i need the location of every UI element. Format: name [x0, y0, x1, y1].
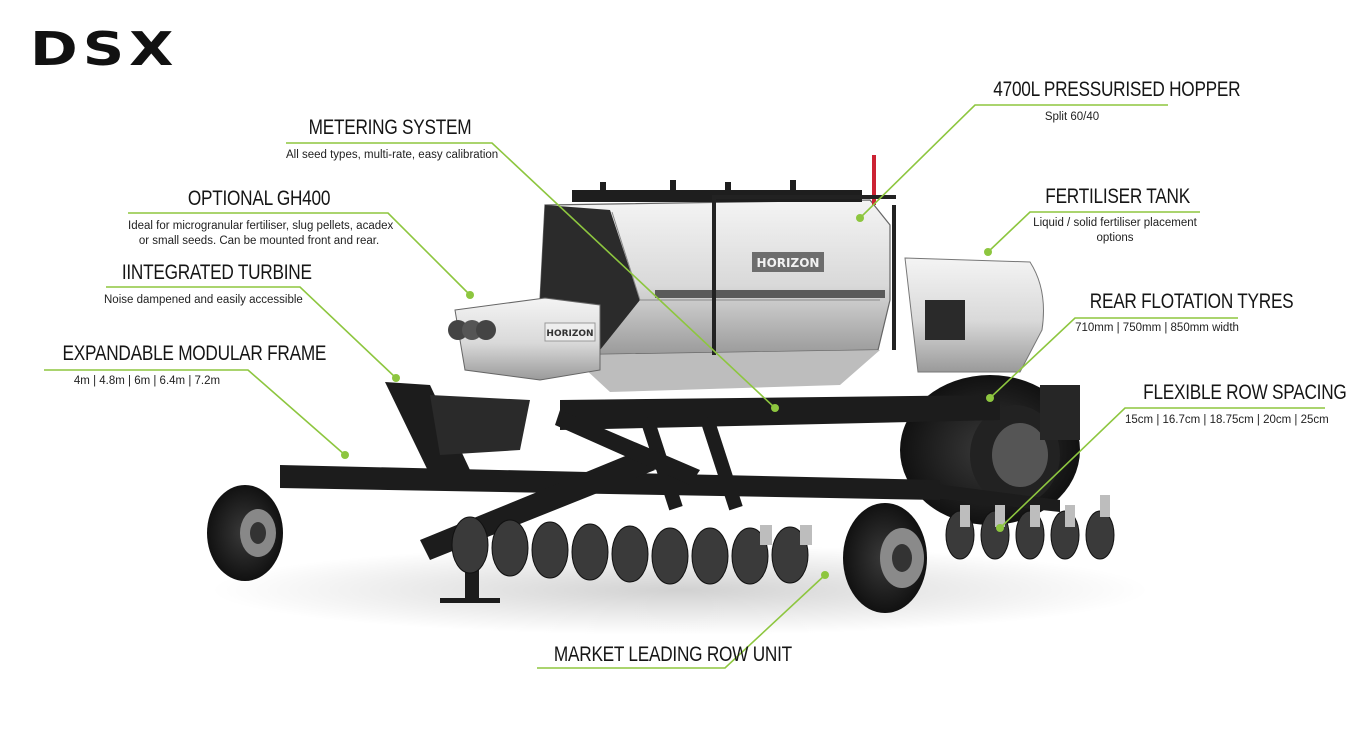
hopper-desc: Split 60/40 [1044, 111, 1100, 123]
leader-turbine [106, 286, 397, 379]
front-left-tyre [207, 485, 283, 581]
hopper-badge: HORIZON [757, 256, 820, 270]
tyres-desc: 710mm | 750mm | 850mm width [1075, 322, 1239, 334]
gh400-title: OPTIONAL GH400 [187, 187, 331, 210]
frame-title: EXPANDABLE MODULAR FRAME [62, 342, 327, 365]
turbine-title: IINTEGRATED TURBINE [121, 261, 312, 284]
dsx-logo: DSX [30, 22, 179, 76]
callout-turbine: IINTEGRATED TURBINE Noise dampened and e… [104, 261, 312, 308]
hopper-title: 4700L PRESSURISED HOPPER [993, 78, 1241, 101]
callout-spacing: FLEXIBLE ROW SPACING 15cm | 16.7cm | 18.… [1125, 381, 1347, 428]
metering-title: METERING SYSTEM [308, 116, 472, 139]
callout-frame: EXPANDABLE MODULAR FRAME 4m | 4.8m | 6m … [44, 342, 327, 389]
main-hopper: HORIZON [539, 155, 896, 392]
front-right-tyre [843, 503, 927, 613]
leader-spacing [999, 407, 1325, 529]
leader-tyres [989, 317, 1238, 399]
turbine-desc: Noise dampened and easily accessible [104, 294, 303, 306]
metering-desc: All seed types, multi-rate, easy calibra… [286, 149, 499, 161]
fertiliser-desc-2: options [1096, 232, 1134, 244]
turbine-badge: HORIZON [546, 329, 593, 339]
spacing-title: FLEXIBLE ROW SPACING [1143, 381, 1347, 404]
leader-dots [341, 214, 1004, 579]
fertiliser-desc-1: Liquid / solid fertiliser placement [1033, 217, 1197, 229]
leader-frame [44, 369, 346, 456]
frame-desc: 4m | 4.8m | 6m | 6.4m | 7.2m [73, 375, 221, 387]
turbine: HORIZON [448, 297, 601, 381]
callout-metering: METERING SYSTEM All seed types, multi-ra… [286, 116, 499, 163]
tyres-title: REAR FLOTATION TYRES [1089, 290, 1294, 313]
leader-rowunit [537, 574, 826, 669]
callout-fertiliser: FERTILISER TANK Liquid / solid fertilise… [1030, 185, 1200, 246]
gh400-desc-2: or small seeds. Can be mounted front and… [138, 235, 380, 247]
gh400-desc-1: Ideal for microgranular fertiliser, slug… [128, 220, 394, 232]
leader-fertiliser [987, 211, 1200, 253]
callout-tyres: REAR FLOTATION TYRES 710mm | 750mm | 850… [1075, 290, 1294, 336]
leader-metering [286, 142, 776, 409]
fertiliser-title: FERTILISER TANK [1045, 185, 1190, 208]
callout-rowunit: MARKET LEADING ROW UNIT [537, 643, 792, 667]
callout-hopper: 4700L PRESSURISED HOPPER Split 60/40 [976, 78, 1241, 125]
rowunit-title: MARKET LEADING ROW UNIT [553, 643, 792, 666]
leader-lines [44, 104, 1325, 669]
leader-gh400 [128, 212, 471, 296]
leader-hopper [859, 104, 1168, 219]
callout-gh400: OPTIONAL GH400 Ideal for microgranular f… [128, 187, 394, 249]
spacing-desc: 15cm | 16.7cm | 18.75cm | 20cm | 25cm [1125, 414, 1329, 426]
fertiliser-tank [904, 257, 1044, 373]
row-units [451, 495, 1115, 585]
